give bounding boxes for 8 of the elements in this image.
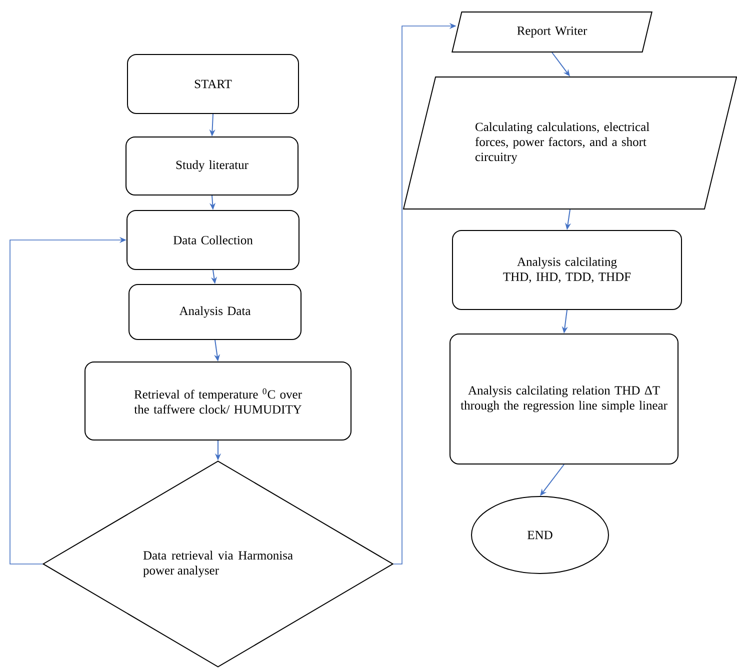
- process-box: Analysis calcilating THD, IHD, TDD, THDF: [452, 230, 682, 310]
- start-box: START: [127, 54, 299, 114]
- process-box: Study literatur: [126, 136, 298, 196]
- output-parallelogram: Report Writer: [452, 12, 652, 52]
- process-box: Data Collection: [126, 210, 300, 270]
- process-box: Retrieval of temperature $^{0}$C over the taffwere clock/ HUMUDITY: [84, 362, 352, 440]
- process-box: Analysis calcilating relation THD ΔT through the regression line simple linear: [450, 334, 678, 464]
- process-box: Analysis Data: [128, 284, 302, 340]
